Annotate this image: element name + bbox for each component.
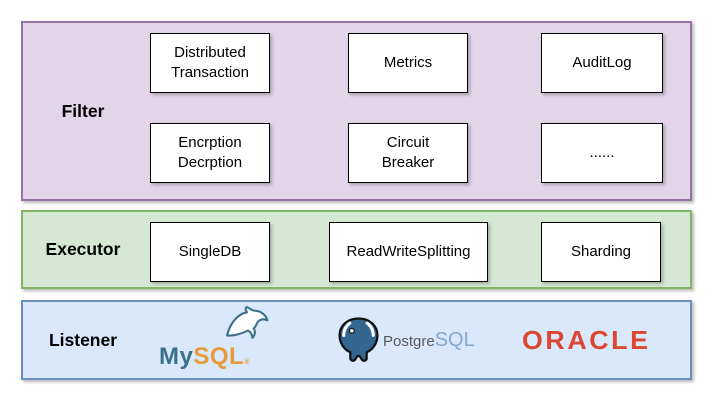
mysql-wordmark-my: My [159, 343, 194, 370]
executor-box-readwritesplitting: ReadWriteSplitting [329, 222, 488, 282]
mysql-wordmark: MySQL® [159, 345, 250, 369]
mysql-trademark: ® [244, 359, 250, 366]
executor-layer: Executor SingleDB ReadWriteSplitting Sha… [21, 210, 692, 289]
listener-layer: Listener MySQL® PostgreSQL ORACLE [21, 300, 692, 380]
postgresql-wordmark-sql: SQL [434, 329, 475, 351]
filter-layer: Filter Distributed Transaction Metrics A… [21, 21, 692, 201]
listener-layer-label: Listener [48, 329, 118, 350]
executor-layer-label: Executor [45, 239, 121, 259]
mysql-logo: MySQL® [159, 306, 269, 372]
filter-layer-label: Filter [61, 100, 105, 121]
executor-box-sharding: Sharding [541, 222, 661, 282]
filter-box-encrption-decrption: Encrption Decrption [150, 123, 270, 183]
postgresql-logo: PostgreSQL [336, 302, 475, 378]
postgresql-elephant-icon [338, 317, 379, 362]
filter-box-metrics: Metrics [348, 33, 468, 93]
oracle-wordmark: ORACLE [522, 325, 651, 355]
executor-box-singledb: SingleDB [150, 222, 270, 282]
filter-box-auditlog: AuditLog [541, 33, 663, 93]
mysql-dolphin-icon [226, 306, 269, 339]
filter-box-ellipsis: ...... [541, 123, 663, 183]
oracle-logo: ORACLE [522, 302, 648, 378]
postgresql-wordmark: PostgreSQL [383, 330, 475, 350]
filter-box-distributed-transaction: Distributed Transaction [150, 33, 270, 93]
filter-box-circuit-breaker: Circuit Breaker [348, 123, 468, 183]
mysql-wordmark-sql: SQL [193, 343, 245, 370]
postgresql-wordmark-postgre: Postgre [383, 333, 435, 350]
